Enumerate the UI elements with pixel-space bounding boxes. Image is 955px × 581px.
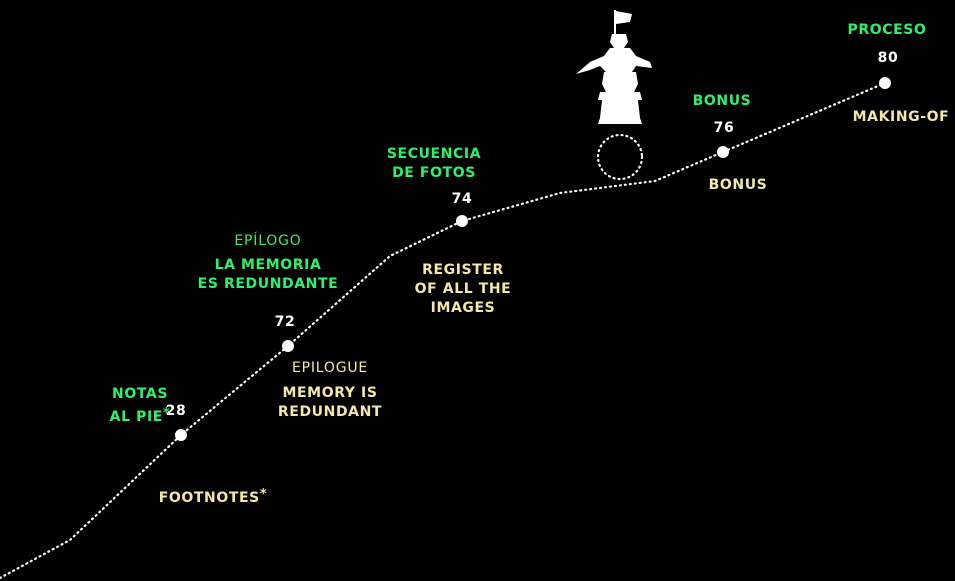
label-notas-al-pie-text: NOTAS AL PIE: [109, 386, 168, 425]
page-number-76: 76: [713, 120, 735, 136]
label-la-memoria: LA MEMORIA ES REDUNDANTE: [197, 257, 339, 292]
label-footnotes-text: FOOTNOTES: [158, 490, 260, 506]
label-register-images: REGISTER OF ALL THE IMAGES: [414, 262, 512, 316]
node-dot-28[interactable]: [175, 429, 187, 441]
dotted-circle-icon: [596, 133, 644, 181]
node-dot-72[interactable]: [282, 340, 294, 352]
asterisk-en: *: [259, 487, 268, 502]
label-notas-al-pie: NOTAS AL PIE*: [100, 366, 180, 427]
node-dot-80[interactable]: [879, 77, 891, 89]
asterisk-es: *: [162, 406, 171, 421]
label-memory-is-redundant: MEMORY IS REDUNDANT: [277, 385, 383, 420]
label-making-of: MAKING-OF: [852, 109, 950, 125]
node-dot-74[interactable]: [456, 215, 468, 227]
label-bonus-es: BONUS: [692, 93, 752, 109]
page-number-74: 74: [451, 191, 473, 207]
section-epilogo: EPÍLOGO: [234, 233, 302, 249]
label-footnotes: FOOTNOTES*: [148, 466, 278, 508]
statue-with-flag-icon: [576, 10, 652, 124]
timeline-path: [0, 81, 887, 580]
label-bonus-en: BONUS: [708, 177, 768, 193]
page-number-72: 72: [274, 314, 296, 330]
node-dot-76[interactable]: [717, 146, 729, 158]
page-number-28: 28: [165, 403, 187, 419]
page-number-80: 80: [877, 50, 899, 66]
label-secuencia-de-fotos: SECUENCIA DE FOTOS: [386, 146, 482, 181]
section-epilogue: EPILOGUE: [291, 360, 369, 376]
label-proceso: PROCESO: [847, 22, 927, 38]
